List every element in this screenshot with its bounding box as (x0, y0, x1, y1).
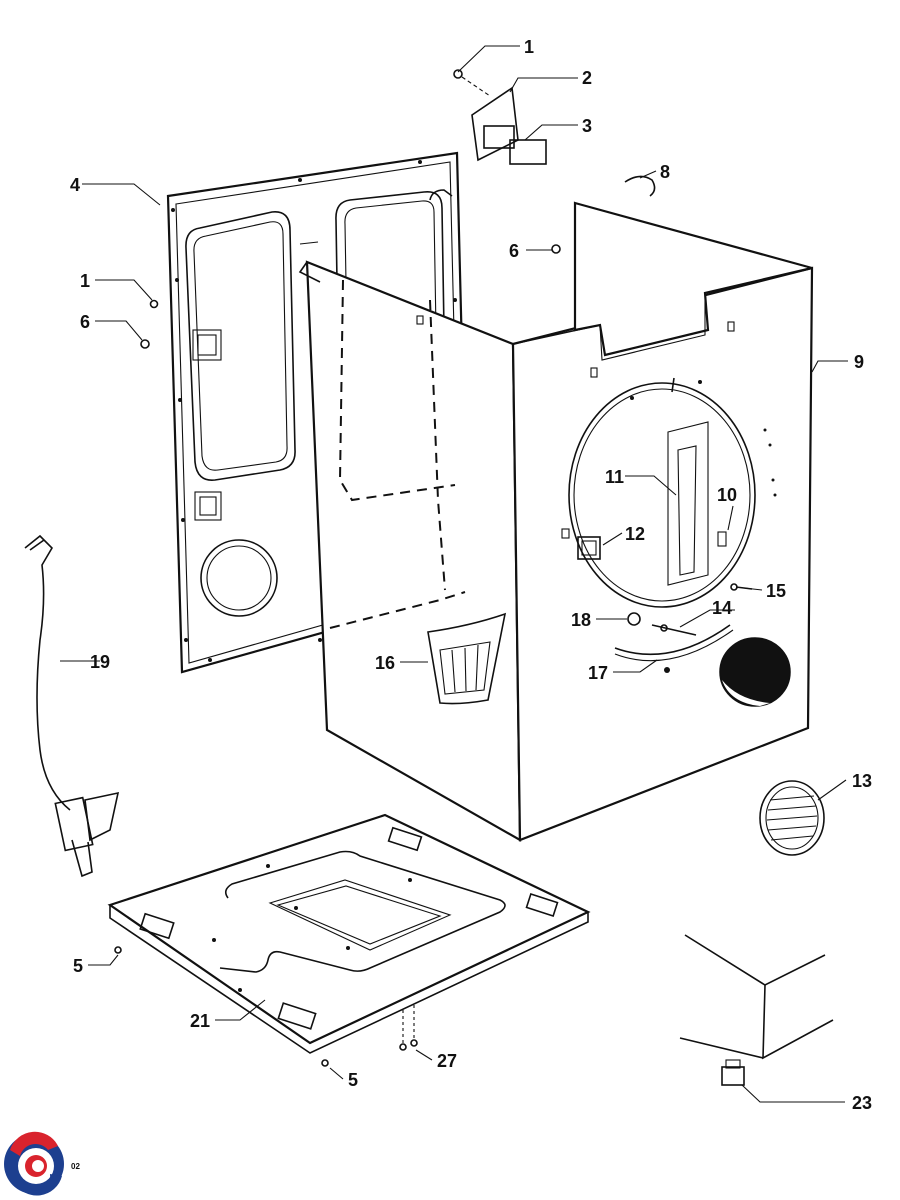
callout-21: 21 (190, 1011, 210, 1031)
callout-5-bottom: 5 (348, 1070, 358, 1090)
callout-14: 14 (712, 598, 732, 618)
brand-logo: 02 (4, 1131, 80, 1196)
callout-17: 17 (588, 663, 608, 683)
callout-1-left: 1 (80, 271, 90, 291)
logo-suffix: 02 (71, 1162, 80, 1171)
callout-4: 4 (70, 175, 80, 195)
callout-5-left: 5 (73, 956, 83, 976)
callout-2: 2 (582, 68, 592, 88)
callout-27: 27 (437, 1051, 457, 1071)
base-plate (107, 813, 591, 1054)
callout-16: 16 (375, 653, 395, 673)
callout-19: 19 (90, 652, 110, 672)
callout-23: 23 (852, 1093, 872, 1113)
leader-lines (60, 45, 848, 1103)
lint-grille (427, 612, 507, 705)
callout-1-top: 1 (524, 37, 534, 57)
callout-labels: 1 2 3 4 8 6 1 6 9 11 10 12 15 18 14 19 1… (70, 37, 872, 1113)
callout-9: 9 (854, 352, 864, 372)
callout-6-left: 6 (80, 312, 90, 332)
callout-12: 12 (625, 524, 645, 544)
callout-6-right: 6 (509, 241, 519, 261)
callout-10: 10 (717, 485, 737, 505)
callout-15: 15 (766, 581, 786, 601)
power-cord (24, 534, 120, 878)
hose (624, 175, 656, 197)
foot-corner (679, 934, 834, 1086)
callout-11: 11 (605, 467, 624, 487)
cabinet (298, 201, 814, 842)
vent-grille (759, 780, 825, 856)
callout-8: 8 (660, 162, 670, 182)
callout-18: 18 (571, 610, 591, 630)
fasteners (114, 244, 561, 1067)
door-switch (453, 69, 547, 165)
callout-3: 3 (582, 116, 592, 136)
callout-13: 13 (852, 771, 872, 791)
